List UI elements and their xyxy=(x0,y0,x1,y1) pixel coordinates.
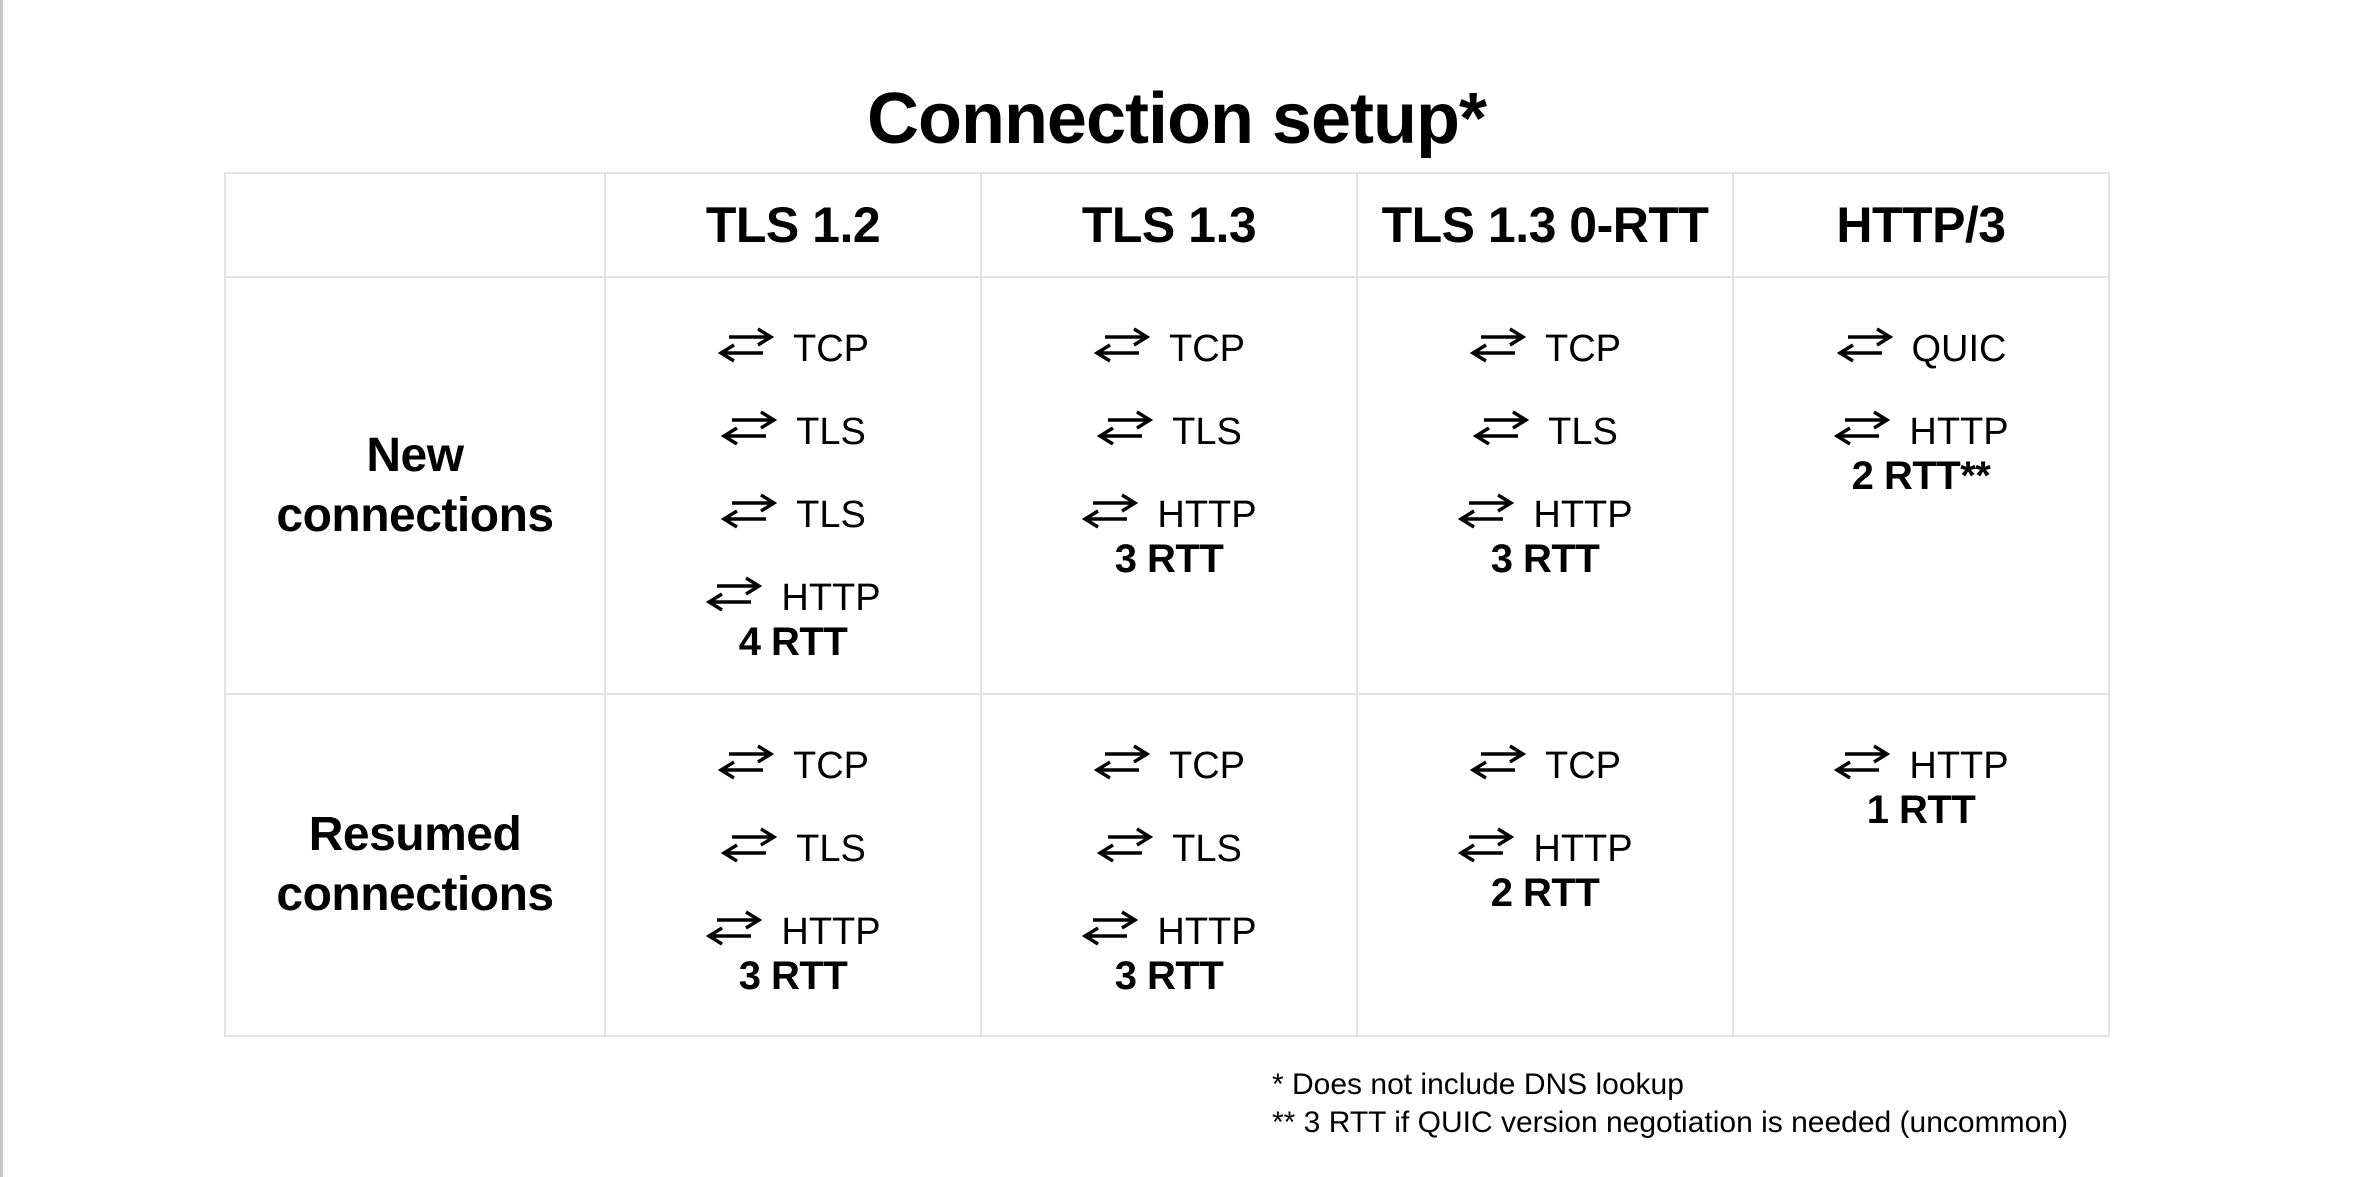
round-trip-arrows-icon xyxy=(1833,408,1891,448)
round-trip-step: HTTP xyxy=(705,567,881,620)
footnote-quic-negotiation: ** 3 RTT if QUIC version negotiation is … xyxy=(1272,1106,2068,1139)
round-trip-step: TLS xyxy=(720,401,866,454)
rtt-total: 2 RTT** xyxy=(1851,454,1991,498)
round-trip-arrows-icon xyxy=(720,825,778,865)
round-trip-step: QUIC xyxy=(1836,318,2007,371)
round-trip-arrows-icon xyxy=(1081,908,1139,948)
round-trip-step: HTTP xyxy=(1833,401,2009,454)
protocol-label: TCP xyxy=(1169,328,1245,370)
cell-new-tls13-0rtt: TCP TLS HTTP 3 RTT xyxy=(1356,276,1734,695)
round-trip-step: TLS xyxy=(1096,818,1242,871)
round-trip-arrows-icon xyxy=(720,491,778,531)
page-edge-line xyxy=(0,0,3,1177)
rtt-total: 3 RTT xyxy=(1490,537,1600,581)
protocol-label: TLS xyxy=(796,411,866,453)
footnote-dns: * Does not include DNS lookup xyxy=(1272,1068,1684,1101)
round-trip-arrows-icon xyxy=(1457,825,1515,865)
round-trip-step: TCP xyxy=(1469,735,1621,788)
column-header-tls12: TLS 1.2 xyxy=(604,172,982,278)
protocol-label: TCP xyxy=(1545,328,1621,370)
rtt-total: 4 RTT xyxy=(738,620,848,664)
protocol-label: HTTP xyxy=(1157,911,1257,953)
footnotes: * Does not include DNS lookup ** 3 RTT i… xyxy=(1272,1066,2068,1142)
protocol-label: HTTP xyxy=(1909,745,2009,787)
protocol-label: TLS xyxy=(1548,411,1618,453)
cell-new-http3: QUIC HTTP 2 RTT** xyxy=(1732,276,2110,695)
rtt-total: 2 RTT xyxy=(1490,871,1600,915)
round-trip-step: TLS xyxy=(1096,401,1242,454)
round-trip-arrows-icon xyxy=(1469,742,1527,782)
rtt-total: 1 RTT xyxy=(1866,788,1976,832)
protocol-label: TLS xyxy=(796,494,866,536)
round-trip-arrows-icon xyxy=(1093,742,1151,782)
row-header-new-connections: New connections xyxy=(224,276,606,695)
round-trip-step: TLS xyxy=(720,484,866,537)
round-trip-arrows-icon xyxy=(705,574,763,614)
cell-resumed-tls13-0rtt: TCP HTTP 2 RTT xyxy=(1356,693,1734,1037)
round-trip-arrows-icon xyxy=(1833,742,1891,782)
column-header-http3: HTTP/3 xyxy=(1732,172,2110,278)
protocol-label: HTTP xyxy=(1533,828,1633,870)
table-row-resumed-connections: Resumed connections TCP TLS HTTP xyxy=(224,693,2110,1037)
round-trip-step: HTTP xyxy=(1457,818,1633,871)
protocol-label: TCP xyxy=(1169,745,1245,787)
round-trip-step: TCP xyxy=(717,318,869,371)
round-trip-step: HTTP xyxy=(1833,735,2009,788)
column-header-tls13: TLS 1.3 xyxy=(980,172,1358,278)
round-trip-step: HTTP xyxy=(1081,901,1257,954)
round-trip-arrows-icon xyxy=(717,325,775,365)
protocol-label: HTTP xyxy=(1909,411,2009,453)
protocol-label: HTTP xyxy=(1157,494,1257,536)
protocol-label: TLS xyxy=(1172,828,1242,870)
protocol-label: TLS xyxy=(796,828,866,870)
rtt-total: 3 RTT xyxy=(738,954,848,998)
round-trip-arrows-icon xyxy=(1081,491,1139,531)
cell-resumed-http3: HTTP 1 RTT xyxy=(1732,693,2110,1037)
round-trip-step: TLS xyxy=(1472,401,1618,454)
round-trip-step: TCP xyxy=(1093,735,1245,788)
round-trip-arrows-icon xyxy=(1836,325,1894,365)
table-header-row: TLS 1.2 TLS 1.3 TLS 1.3 0-RTT HTTP/3 xyxy=(224,172,2110,278)
round-trip-arrows-icon xyxy=(720,408,778,448)
cell-new-tls12: TCP TLS TLS HTTP 4 RTT xyxy=(604,276,982,695)
column-header-tls13-0rtt: TLS 1.3 0-RTT xyxy=(1356,172,1734,278)
table-row-new-connections: New connections TCP TLS TLS xyxy=(224,276,2110,695)
page-title: Connection setup* xyxy=(866,79,1487,160)
cell-resumed-tls12: TCP TLS HTTP 3 RTT xyxy=(604,693,982,1037)
round-trip-step: TCP xyxy=(717,735,869,788)
round-trip-step: TCP xyxy=(1093,318,1245,371)
rtt-total: 3 RTT xyxy=(1114,537,1224,581)
connection-setup-table: TLS 1.2 TLS 1.3 TLS 1.3 0-RTT HTTP/3 New… xyxy=(224,172,2110,1037)
round-trip-arrows-icon xyxy=(1472,408,1530,448)
round-trip-arrows-icon xyxy=(1096,408,1154,448)
round-trip-arrows-icon xyxy=(1096,825,1154,865)
cell-new-tls13: TCP TLS HTTP 3 RTT xyxy=(980,276,1358,695)
protocol-label: HTTP xyxy=(781,577,881,619)
corner-cell xyxy=(224,172,606,278)
protocol-label: TCP xyxy=(793,745,869,787)
cell-resumed-tls13: TCP TLS HTTP 3 RTT xyxy=(980,693,1358,1037)
protocol-label: TLS xyxy=(1172,411,1242,453)
protocol-label: HTTP xyxy=(781,911,881,953)
round-trip-arrows-icon xyxy=(1457,491,1515,531)
protocol-label: HTTP xyxy=(1533,494,1633,536)
protocol-label: QUIC xyxy=(1911,328,2007,370)
protocol-label: TCP xyxy=(793,328,869,370)
round-trip-step: HTTP xyxy=(705,901,881,954)
round-trip-step: TLS xyxy=(720,818,866,871)
round-trip-arrows-icon xyxy=(717,742,775,782)
round-trip-step: TCP xyxy=(1469,318,1621,371)
round-trip-arrows-icon xyxy=(705,908,763,948)
rtt-total: 3 RTT xyxy=(1114,954,1224,998)
row-header-resumed-connections: Resumed connections xyxy=(224,693,606,1037)
round-trip-step: HTTP xyxy=(1081,484,1257,537)
round-trip-arrows-icon xyxy=(1469,325,1527,365)
round-trip-step: HTTP xyxy=(1457,484,1633,537)
round-trip-arrows-icon xyxy=(1093,325,1151,365)
protocol-label: TCP xyxy=(1545,745,1621,787)
